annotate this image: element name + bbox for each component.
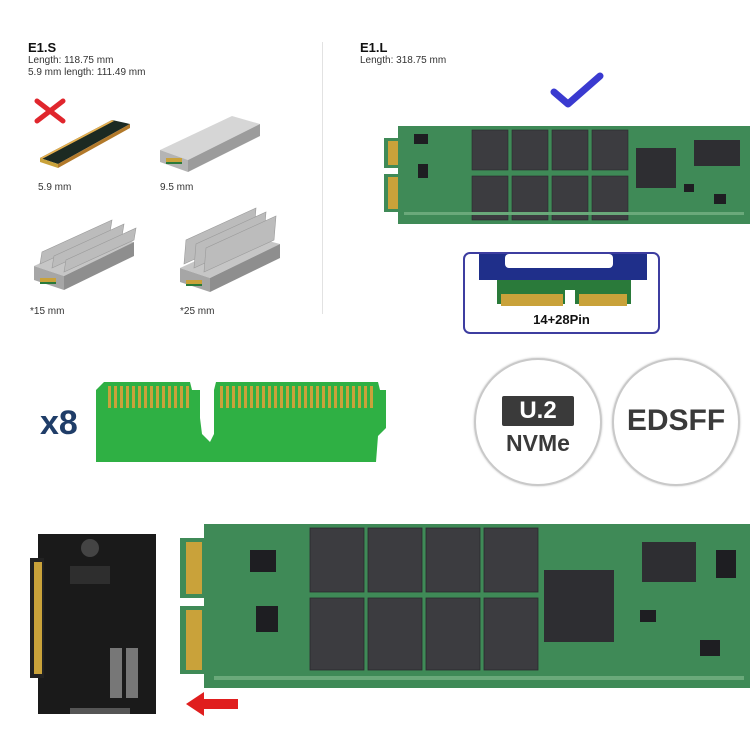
gold-finger [328,386,331,408]
e1s-title: E1.S [28,40,57,55]
e1l-connector-closeup [479,254,647,308]
gold-finger [126,386,129,408]
u2-label: U.2 [502,396,574,426]
e1s-5-9mm-drive [40,120,130,168]
gold-finger [274,386,277,408]
e1s-15mm-drive [34,219,137,290]
e1l-board-closeup [180,524,750,688]
gold-finger [310,386,313,408]
lane-width-label: x8 [40,404,78,442]
gold-finger [138,386,141,408]
gold-finger [220,386,223,408]
e1s-length-short: 5.9 mm length: 111.49 mm [28,67,146,78]
gold-finger [364,386,367,408]
gold-finger [334,386,337,408]
gold-finger [226,386,229,408]
u2-nvme-badge: U.2 NVMe [474,358,602,486]
gold-finger [232,386,235,408]
gold-finger [340,386,343,408]
gold-finger [168,386,171,408]
adapter-board [30,534,156,714]
gold-finger [322,386,325,408]
gold-finger [238,386,241,408]
gold-finger [280,386,283,408]
gold-finger [174,386,177,408]
gold-finger [180,386,183,408]
e1s-variant-label: *15 mm [30,306,65,317]
connector-closeup-box: 14+28Pin [463,252,660,334]
gold-finger [256,386,259,408]
gold-finger [304,386,307,408]
check-icon [550,72,604,108]
gold-finger [108,386,111,408]
gold-finger [346,386,349,408]
e1s-25mm-drive [180,207,280,292]
gold-finger [144,386,147,408]
gold-finger [186,386,189,408]
e1s-9-5mm-drive [160,116,260,172]
gold-finger [156,386,159,408]
cross-icon [34,98,66,124]
pin-count-label: 14+28Pin [533,312,590,327]
gold-finger [370,386,373,408]
e1l-title: E1.L [360,40,388,55]
nvme-label: NVMe [506,430,570,456]
gold-finger [250,386,253,408]
gold-finger [358,386,361,408]
gold-finger [286,386,289,408]
gold-finger [150,386,153,408]
gold-finger [268,386,271,408]
arrow-left-icon [186,692,238,716]
gold-finger [298,386,301,408]
edsff-badge: EDSFF [612,358,740,486]
e1s-variant-label: 5.9 mm [38,182,72,193]
gold-finger [244,386,247,408]
gold-finger [114,386,117,408]
gold-finger [162,386,165,408]
e1s-variant-label: 9.5 mm [160,182,194,193]
gold-finger [316,386,319,408]
e1l-length: Length: 318.75 mm [360,55,447,66]
gold-finger [262,386,265,408]
gold-finger [352,386,355,408]
section-divider [322,42,323,314]
gold-finger [132,386,135,408]
e1s-length: Length: 118.75 mm [28,55,114,66]
x8-edge-connector [96,382,386,462]
edsff-label: EDSFF [626,404,726,437]
e1s-variant-label: *25 mm [180,306,215,317]
e1l-board [384,126,750,224]
gold-finger [292,386,295,408]
gold-finger [120,386,123,408]
